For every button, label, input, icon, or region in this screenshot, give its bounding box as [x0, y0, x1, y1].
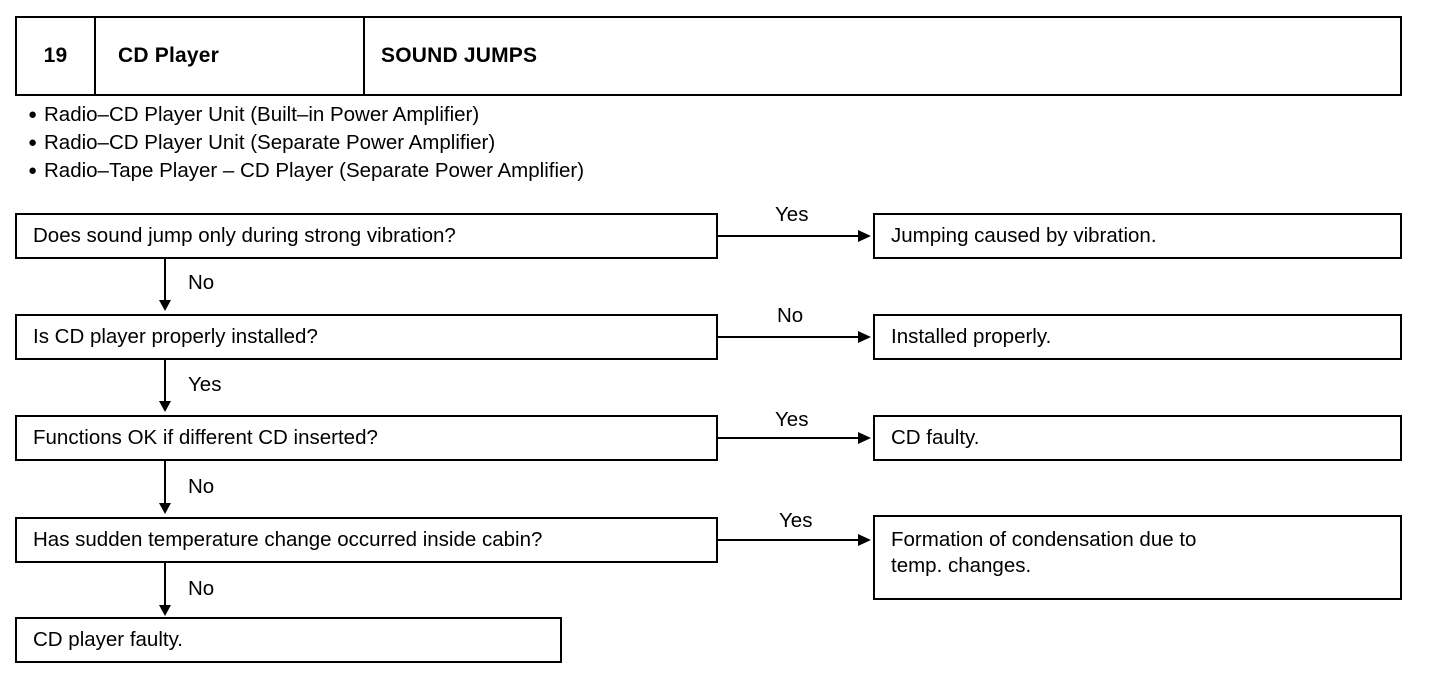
symptom-header-table: 19 CD Player SOUND JUMPS: [15, 16, 1402, 96]
edge-label-branch-1: Yes: [775, 203, 809, 226]
branch-line-2: [718, 336, 862, 338]
edge-label-branch-4: Yes: [779, 509, 813, 532]
result-box-4-line-1: Formation of condensation due to: [891, 528, 1197, 551]
branch-arrow-3: [858, 432, 871, 444]
branch-line-1: [718, 235, 862, 237]
decision-box-2: Is CD player properly installed?: [15, 314, 718, 360]
list-item: ● Radio–CD Player Unit (Separate Power A…: [28, 129, 928, 157]
applicable-units-list: ● Radio–CD Player Unit (Built–in Power A…: [28, 101, 928, 185]
result-box-2: Installed properly.: [873, 314, 1402, 360]
edge-label-branch-3: Yes: [775, 408, 809, 431]
result-box-1: Jumping caused by vibration.: [873, 213, 1402, 259]
branch-line-3: [718, 437, 862, 439]
header-cell-symptom: SOUND JUMPS: [381, 44, 538, 67]
edge-label-down-1: No: [188, 271, 215, 294]
bullet-dot-icon: ●: [28, 106, 38, 123]
result-box-4: Formation of condensation due to temp. c…: [873, 515, 1402, 600]
header-cell-index: 19: [17, 18, 96, 94]
decision-box-3: Functions OK if different CD inserted?: [15, 415, 718, 461]
decision-box-1: Does sound jump only during strong vibra…: [15, 213, 718, 259]
connector-line-1: [164, 259, 166, 303]
terminal-box: CD player faulty.: [15, 617, 562, 663]
result-box-4-line-2: temp. changes.: [891, 554, 1032, 577]
connector-arrow-3: [159, 503, 171, 514]
branch-line-4: [718, 539, 862, 541]
list-item-label: Radio–Tape Player – CD Player (Separate …: [44, 159, 585, 182]
connector-line-2: [164, 360, 166, 404]
branch-arrow-2: [858, 331, 871, 343]
edge-label-branch-2: No: [777, 304, 804, 327]
connector-line-3: [164, 461, 166, 506]
connector-arrow-2: [159, 401, 171, 412]
edge-label-down-2: Yes: [188, 373, 222, 396]
bullet-dot-icon: ●: [28, 134, 38, 151]
connector-arrow-4: [159, 605, 171, 616]
bullet-dot-icon: ●: [28, 162, 38, 179]
branch-arrow-4: [858, 534, 871, 546]
list-item-label: Radio–CD Player Unit (Built–in Power Amp…: [44, 103, 480, 126]
edge-label-down-3: No: [188, 475, 215, 498]
header-cell-system: CD Player: [96, 18, 365, 94]
list-item: ● Radio–CD Player Unit (Built–in Power A…: [28, 101, 928, 129]
list-item-label: Radio–CD Player Unit (Separate Power Amp…: [44, 131, 496, 154]
list-item: ● Radio–Tape Player – CD Player (Separat…: [28, 157, 928, 185]
connector-line-4: [164, 563, 166, 608]
connector-arrow-1: [159, 300, 171, 311]
branch-arrow-1: [858, 230, 871, 242]
edge-label-down-4: No: [188, 577, 215, 600]
result-box-3: CD faulty.: [873, 415, 1402, 461]
decision-box-4: Has sudden temperature change occurred i…: [15, 517, 718, 563]
